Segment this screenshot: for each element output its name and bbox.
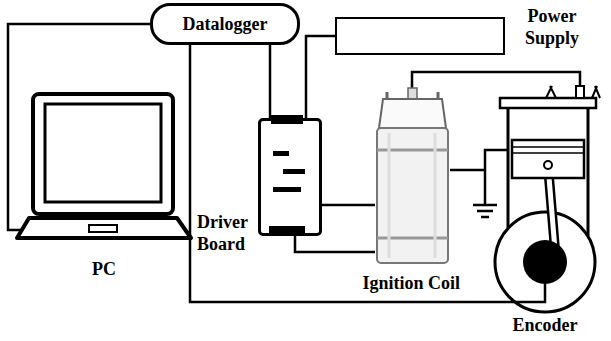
ignition-coil: Ignition Coil xyxy=(375,88,450,268)
connector-wire xyxy=(306,36,335,118)
connector-wire xyxy=(295,236,375,252)
board-component xyxy=(283,169,305,174)
driver-board-art xyxy=(261,121,325,239)
pc-laptop: PC xyxy=(15,92,193,282)
board-connector xyxy=(271,115,303,124)
piston-ring xyxy=(512,147,584,153)
piston xyxy=(512,140,584,178)
high-tension-lead xyxy=(412,72,580,88)
coil-body xyxy=(377,128,448,263)
coil-terminal xyxy=(408,88,417,99)
laptop-screen xyxy=(33,94,173,214)
laptop-display xyxy=(45,104,161,202)
node-label: Datalogger xyxy=(183,13,268,35)
node-label: Encoder xyxy=(495,314,595,336)
connector-wire xyxy=(322,204,375,207)
node-label: Driver Board xyxy=(197,211,255,255)
spark-plug xyxy=(576,86,584,98)
driver-board: Driver Board xyxy=(258,118,322,236)
engine-cylinder xyxy=(495,86,600,312)
cylinder-head xyxy=(500,98,596,108)
node-label: Power Supply xyxy=(507,5,597,49)
pc-laptop-art xyxy=(15,92,193,282)
connector-wire xyxy=(269,45,272,118)
engine-ground-wire xyxy=(485,150,508,205)
connector-wire xyxy=(190,45,545,302)
valve xyxy=(592,86,600,98)
coil-cap xyxy=(379,99,446,128)
board-component xyxy=(273,151,289,156)
ground-symbol xyxy=(473,205,497,217)
coil-side-terminal xyxy=(387,92,438,99)
valve xyxy=(546,86,556,98)
board-connector xyxy=(269,226,305,235)
touchpad xyxy=(89,225,117,232)
datalogger-box: Datalogger xyxy=(150,3,300,45)
node-label: Ignition Coil xyxy=(290,272,460,294)
power-supply-box: Power Supply xyxy=(335,17,505,55)
laptop-base xyxy=(17,218,191,238)
node-label: PC xyxy=(15,258,193,280)
coil-ground-wire xyxy=(450,169,485,172)
ignition-coil-art xyxy=(375,88,450,268)
wrist-pin xyxy=(544,161,552,169)
coil-shading xyxy=(389,133,435,258)
encoder: Encoder xyxy=(523,240,567,284)
board-component xyxy=(273,187,301,192)
encoder-disk xyxy=(523,240,567,284)
encoder-art xyxy=(523,240,567,284)
